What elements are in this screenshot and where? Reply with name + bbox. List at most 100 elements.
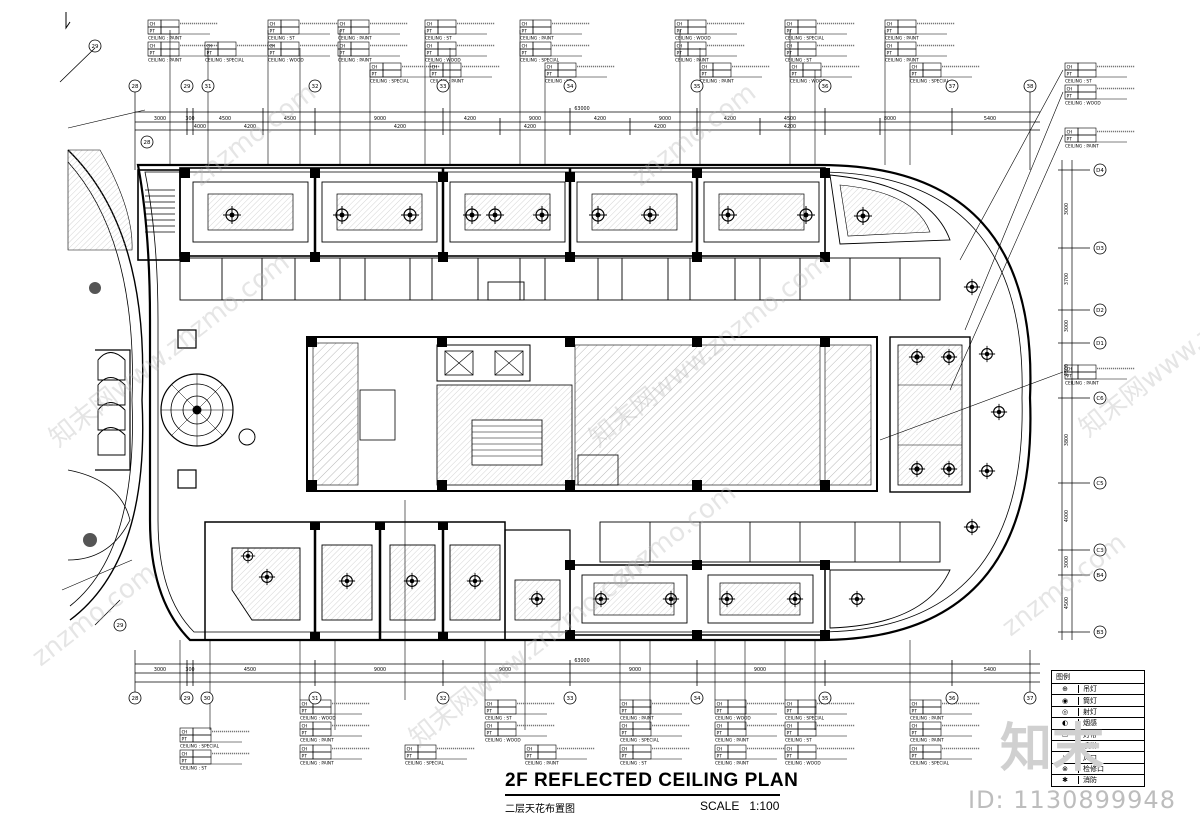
axis-label: 30	[204, 696, 211, 702]
dimension-text: 4200	[394, 124, 406, 130]
tag-number-box	[350, 41, 370, 50]
axis-bubble: 38	[1023, 79, 1037, 93]
tag-finish-text: CEILING : ST	[785, 58, 812, 64]
tag-number-box	[350, 48, 370, 57]
axis-bubble: C3	[1093, 543, 1107, 557]
tag-code-text: CH	[1067, 65, 1073, 71]
tag-number-box	[922, 69, 942, 78]
tag-number-box	[312, 744, 332, 753]
tag-number-box	[280, 41, 300, 50]
tag-material-text: PT	[887, 29, 893, 35]
tag-number-box	[1077, 91, 1097, 100]
tag-material-text: PT	[150, 51, 156, 57]
tag-number-box	[802, 62, 822, 71]
tag-code-text: CH	[547, 65, 553, 71]
tag-finish-text: CEILING : WOOD	[300, 716, 336, 722]
dimension-text: 4200	[784, 124, 796, 130]
tag-number-box	[687, 48, 707, 57]
tag-material-text: PT	[432, 72, 438, 78]
tag-material-text: PT	[1067, 374, 1073, 380]
axis-bubble: 35	[690, 79, 704, 93]
tag-code-text: CH	[622, 747, 628, 753]
dimension-text: 3000	[154, 667, 166, 673]
top-dimension-lines	[134, 80, 1040, 170]
tag-number-box	[217, 41, 237, 50]
tag-number-box	[557, 69, 577, 78]
tag-number-box	[922, 744, 942, 753]
tag-code-text: CH	[407, 747, 413, 753]
tag-material-text: PT	[622, 709, 628, 715]
bottom-dimension-lines	[134, 650, 1040, 700]
left-lobby-feature	[95, 329, 256, 489]
tag-code-text: CH	[527, 747, 533, 753]
axis-label: D2	[1096, 308, 1104, 314]
tag-number-box	[382, 62, 402, 71]
tag-number-box	[312, 706, 332, 715]
legend-heading: 图例	[1052, 671, 1144, 684]
watermark-logo: 知末	[1000, 719, 1105, 779]
tag-finish-text: CEILING : WOOD	[268, 58, 304, 64]
tag-finish-text: CEILING : PAINT	[1065, 144, 1099, 150]
tag-number-box	[437, 26, 457, 35]
tag-finish-text: CEILING : WOOD	[715, 716, 751, 722]
tag-number-box	[802, 69, 822, 78]
legend-symbol-icon: ◉	[1052, 696, 1079, 705]
dimension-text: 4500	[284, 116, 296, 122]
tag-number-box	[532, 26, 552, 35]
tag-material-text: PT	[677, 51, 683, 57]
tag-code-text: CH	[372, 65, 378, 71]
axis-bubble: D4	[1093, 163, 1107, 177]
tag-code-text: CH	[787, 702, 793, 708]
dimension-text: 5400	[984, 667, 996, 673]
tag-material-text: PT	[717, 731, 723, 737]
axis-bubble: 29	[180, 691, 194, 705]
tag-number-box	[727, 744, 747, 753]
tag-number-box	[632, 699, 652, 708]
axis-bubble: 32	[308, 79, 322, 93]
tag-number-box	[1077, 364, 1097, 373]
tag-finish-text: CEILING : ST	[485, 716, 512, 722]
dimension-text: 9000	[374, 667, 386, 673]
tag-finish-text: CEILING : PAINT	[675, 58, 709, 64]
tag-material-text: PT	[787, 29, 793, 35]
tag-number-box	[712, 69, 732, 78]
tag-finish-text: CEILING : SPECIAL	[620, 738, 660, 744]
tag-code-text: CH	[887, 22, 893, 28]
tag-finish-text: CEILING : ST	[545, 79, 572, 85]
tag-material-text: PT	[407, 754, 413, 760]
tag-number-box	[312, 751, 332, 760]
dimension-text: 3000	[1064, 320, 1070, 332]
tag-material-text: PT	[912, 731, 918, 737]
axis-label: 28	[144, 140, 151, 146]
dimension-text: 4500	[1064, 364, 1070, 376]
tag-code-text: CH	[182, 730, 188, 736]
bottom-columns	[310, 522, 830, 640]
tag-code-text: CH	[522, 22, 528, 28]
legend-label: 吊灯	[1083, 685, 1097, 694]
axis-label: 35	[822, 696, 829, 702]
tag-finish-text: CEILING : PAINT	[300, 738, 334, 744]
tag-number-box	[532, 48, 552, 57]
tag-leader-lines	[61, 30, 1064, 730]
dimension-text: 4200	[464, 116, 476, 122]
tag-finish-text: CEILING : ST	[180, 766, 207, 772]
tag-code-text: CH	[150, 44, 156, 50]
tag-number-box	[192, 727, 212, 736]
dimension-text: 3000	[154, 116, 166, 122]
axis-bubble: 36	[945, 691, 959, 705]
tag-finish-text: CEILING : ST	[620, 761, 647, 767]
axis-bubble: 31	[308, 691, 322, 705]
tag-material-text: PT	[887, 51, 893, 57]
axis-bubble: D3	[1093, 241, 1107, 255]
axis-label: C6	[1096, 396, 1104, 402]
core-columns	[307, 337, 830, 490]
